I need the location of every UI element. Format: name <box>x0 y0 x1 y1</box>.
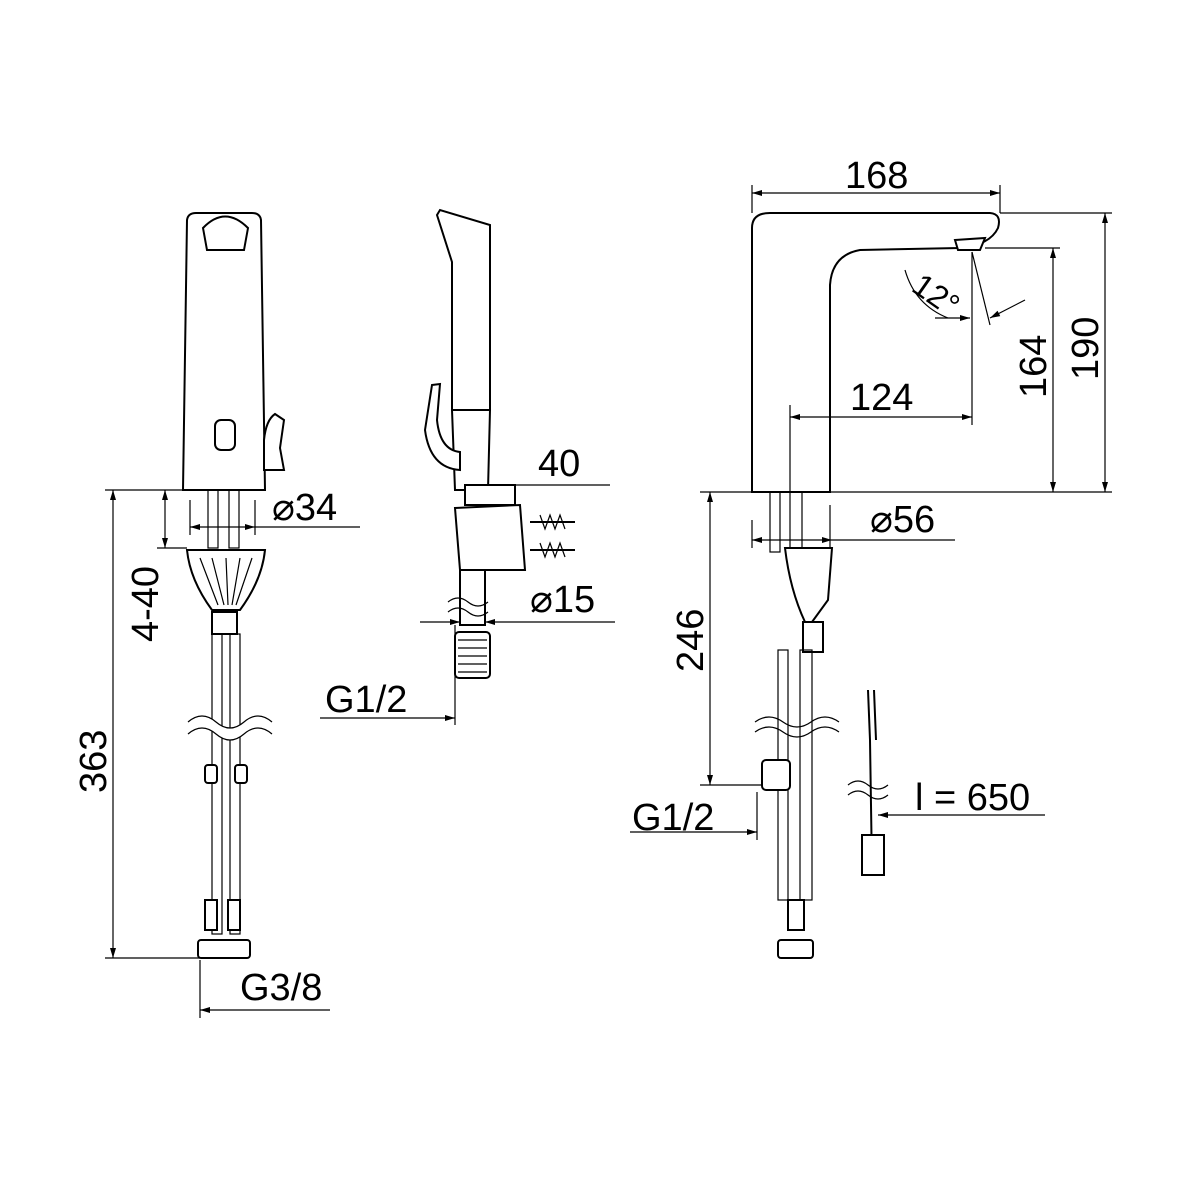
lever-side <box>423 382 461 472</box>
faucet-profile-body <box>751 212 1000 493</box>
dim-spray-angle: 12° <box>906 266 966 323</box>
spout-side <box>435 208 491 411</box>
dim-hose-length: 246 <box>670 609 712 672</box>
aerator <box>953 236 987 251</box>
dim-height-total: 363 <box>73 730 115 793</box>
dim-outlet-reach: 124 <box>850 377 913 419</box>
sensor-window-icon <box>214 419 236 451</box>
lever <box>263 412 286 471</box>
dim-body-diameter: ⌀34 <box>272 487 337 529</box>
mounting-cone-profile <box>783 547 834 623</box>
dim-height-total-profile: 190 <box>1065 317 1107 380</box>
hose-connector-profile <box>761 759 791 791</box>
dim-hose-diameter: ⌀15 <box>530 579 595 621</box>
dim-cable-length: l = 650 <box>915 777 1030 819</box>
wall-mount <box>453 503 527 571</box>
cable-connector <box>861 834 885 876</box>
front-view: 363 4-40 ⌀34 G3/8 <box>73 212 360 1018</box>
faucet-body <box>181 212 267 491</box>
dim-base-diameter: ⌀56 <box>870 499 935 541</box>
side-view: 40 ⌀15 G1/2 <box>320 208 615 725</box>
hose-connector <box>454 631 491 679</box>
nozzle <box>201 215 250 251</box>
dim-mount-thickness: 4-40 <box>125 566 167 642</box>
dim-connection-thread: G3/8 <box>240 967 322 1009</box>
mounting-cone <box>185 549 267 611</box>
dim-mount-depth: 40 <box>538 443 580 485</box>
dim-connection-thread-profile: G1/2 <box>632 797 714 839</box>
dim-projection: 168 <box>845 155 908 197</box>
profile-view: 168 190 164 124 12° ⌀56 246 G1/2 l = 650 <box>630 155 1112 959</box>
dim-connection-thread-side: G1/2 <box>325 679 407 721</box>
dim-outlet-height: 164 <box>1013 335 1055 398</box>
